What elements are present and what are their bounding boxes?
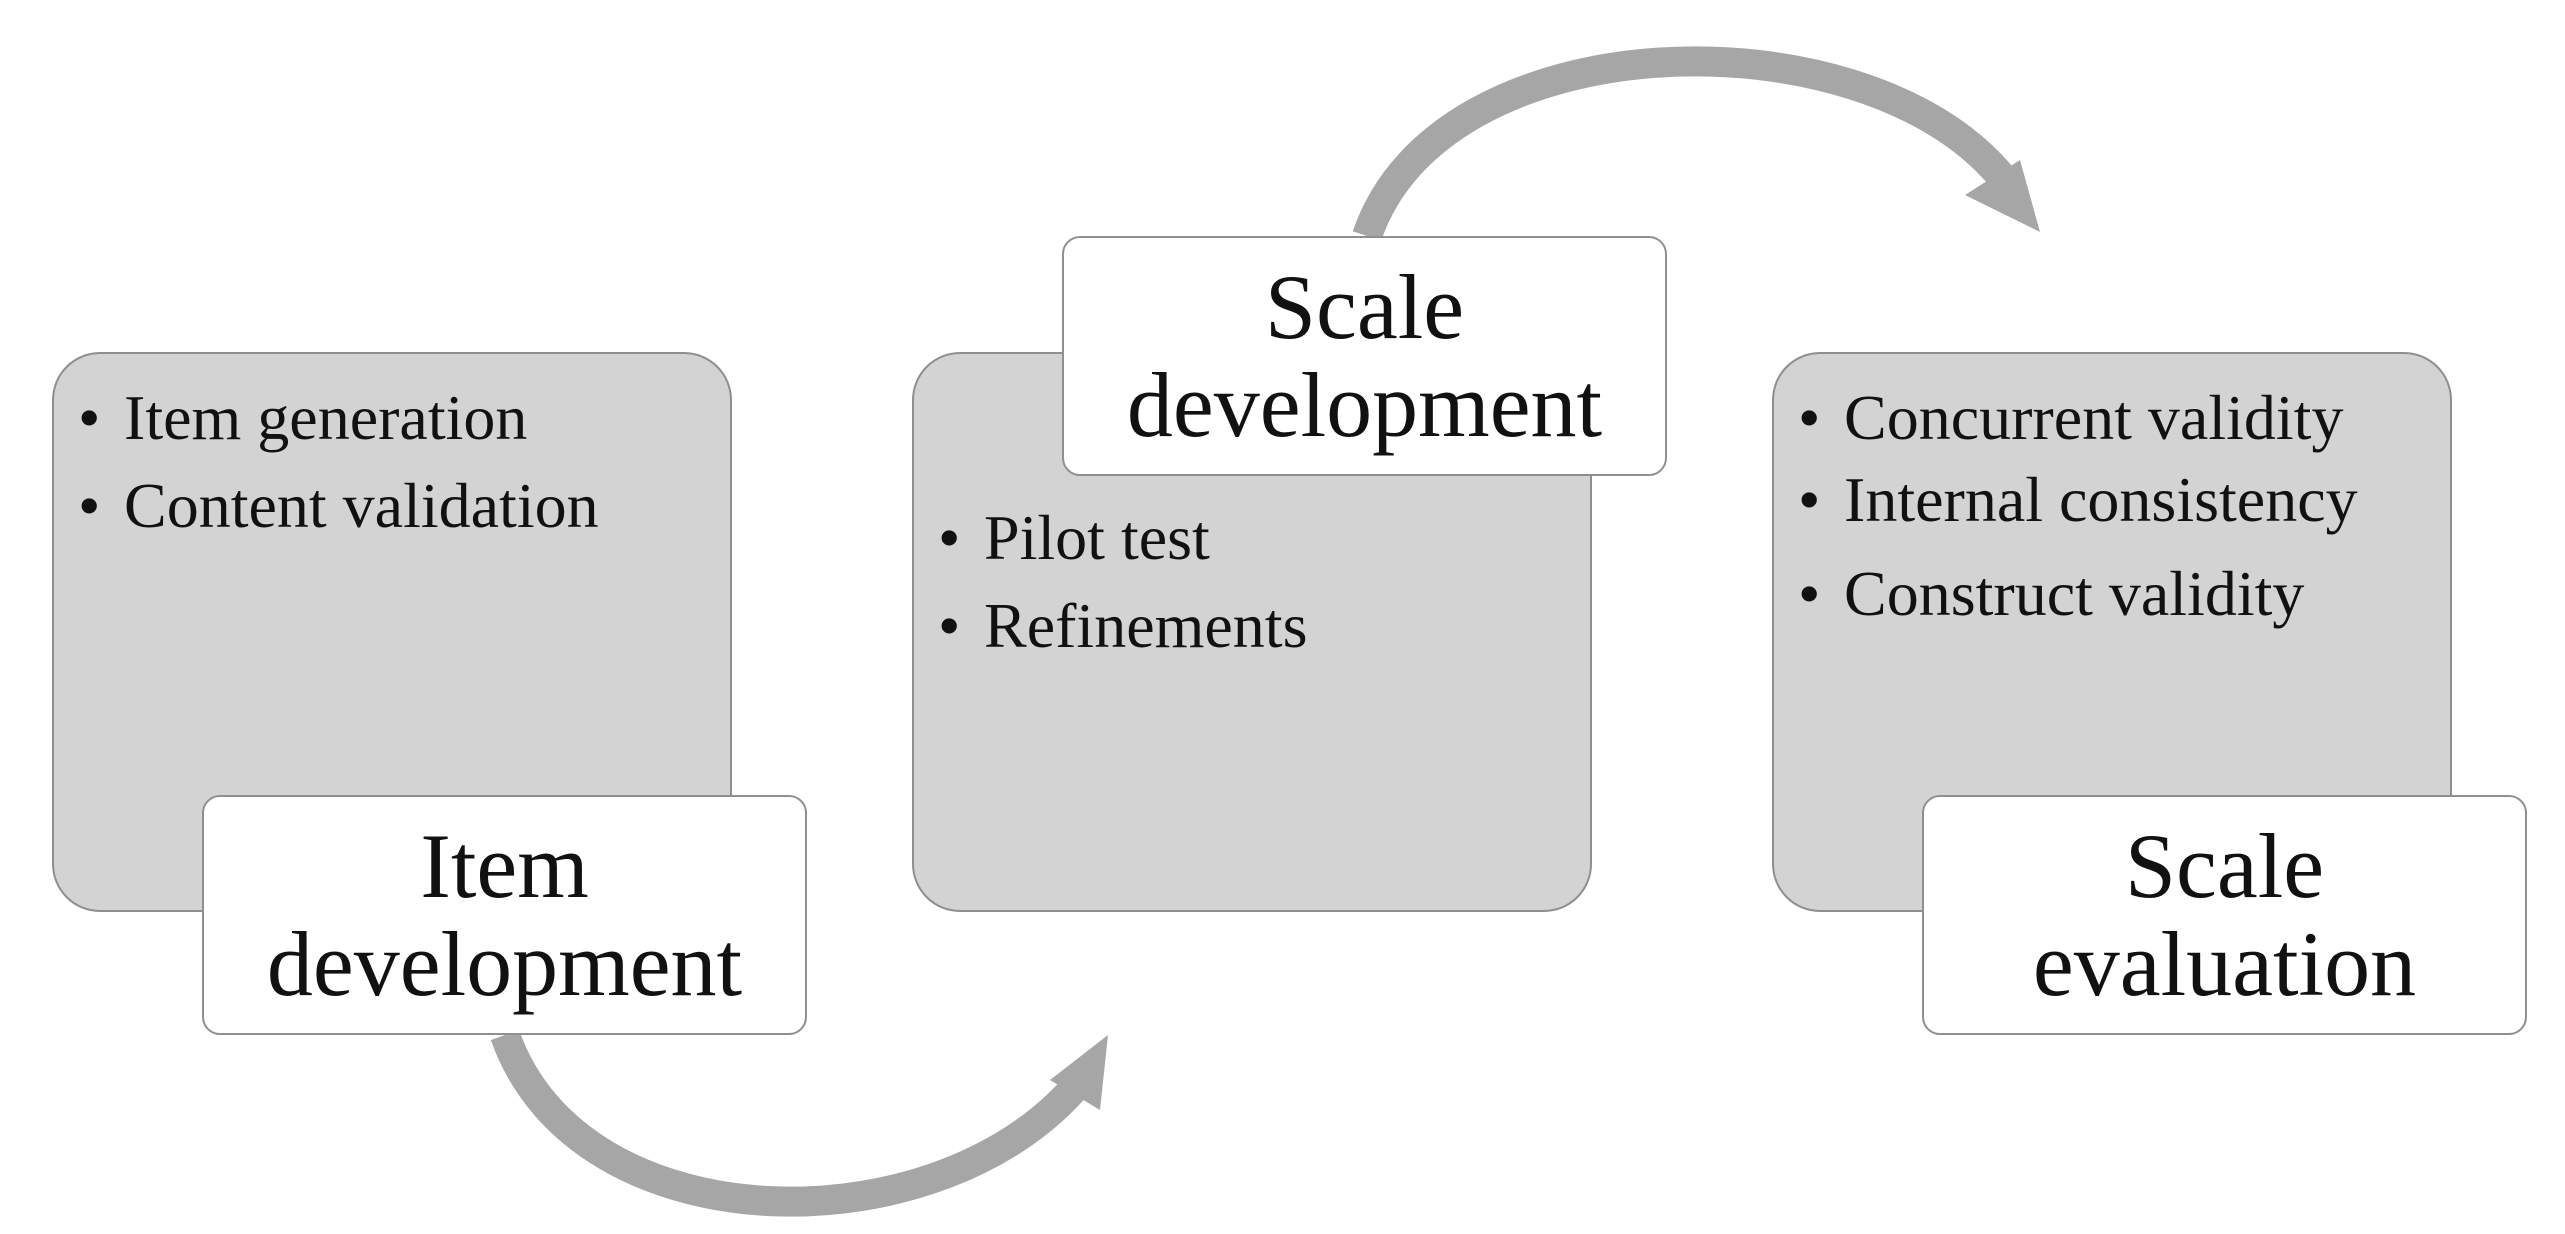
- stage-item-development-bullets: Item generation Content validation: [76, 374, 599, 550]
- stage-title-line: Scale: [2124, 815, 2325, 917]
- stage-title-line: Item: [420, 815, 589, 917]
- stage-title-line: development: [1126, 354, 1603, 456]
- arrow-stage1-to-stage2: [490, 1029, 1097, 1217]
- bullet-item: Refinements: [936, 582, 1307, 670]
- arrow-head-stage2-to-stage3: [1965, 160, 2040, 232]
- stage-title-line: Scale: [1264, 256, 1465, 358]
- stage-item-development-title: Item development: [202, 795, 807, 1035]
- stage-scale-evaluation-title: Scale evaluation: [1922, 795, 2527, 1035]
- arrow-head-stage1-to-stage2: [1050, 1035, 1108, 1110]
- stage-scale-development-title: Scale development: [1062, 236, 1667, 476]
- bullet-item: Concurrent validity: [1796, 374, 2426, 462]
- bullet-item: Content validation: [76, 462, 599, 550]
- bullet-item: Item generation: [76, 374, 599, 462]
- stage-scale-development-bullets: Pilot test Refinements: [936, 494, 1307, 670]
- stage-scale-evaluation-bullets: Concurrent validity Internal consistency…: [1796, 374, 2426, 638]
- bullet-item: Construct validity: [1796, 550, 2426, 638]
- bullet-item: Pilot test: [936, 494, 1307, 582]
- stage-title-line: evaluation: [2032, 913, 2417, 1015]
- stage-item-development-box: Item generation Content validation: [52, 352, 732, 912]
- arrow-stage2-to-stage3: [1352, 46, 2012, 241]
- bullet-item: Internal consistency: [1796, 462, 2426, 538]
- stage-title-line: development: [266, 913, 743, 1015]
